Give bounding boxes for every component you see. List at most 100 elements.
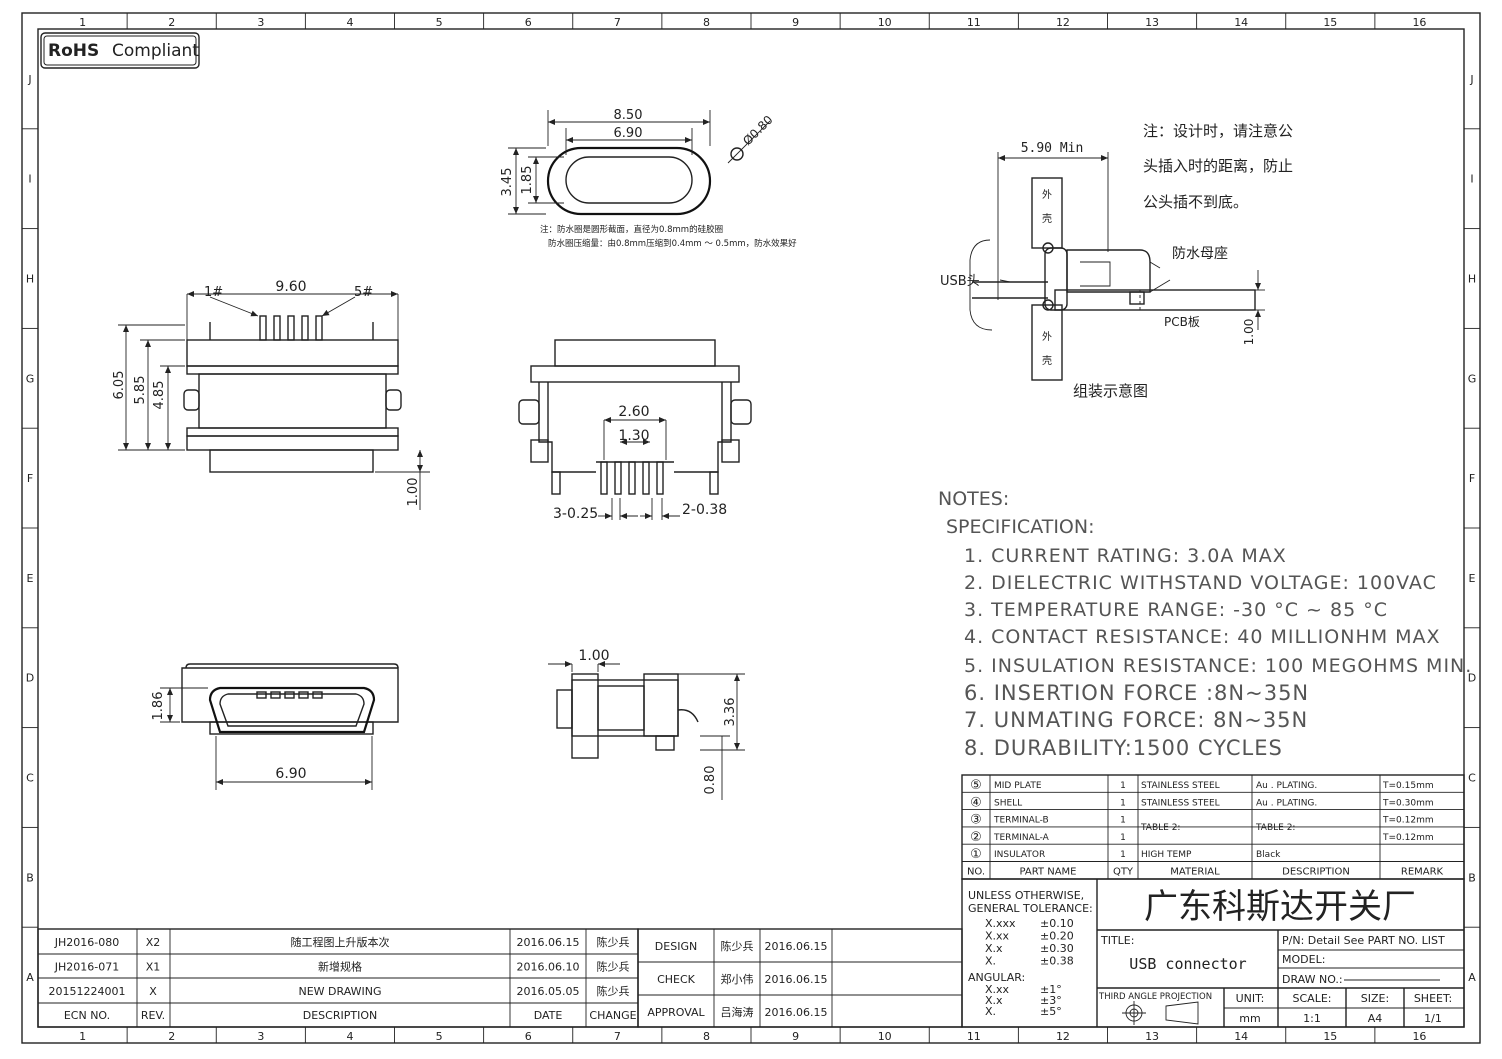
bom-remark: T=0.15mm (1382, 781, 1434, 791)
scale-label: SCALE: (1293, 992, 1332, 1005)
approval-name: 陈少兵 (721, 939, 754, 953)
angular-value: ±3° (1040, 994, 1062, 1007)
tolerance-line-1: UNLESS OTHERWISE, (968, 889, 1084, 902)
grid-col-label-bottom: 7 (614, 1030, 621, 1043)
rev-desc: 随工程图上升版本次 (291, 935, 390, 949)
grid-row-label-right: E (1469, 572, 1476, 585)
rev-id: X (149, 985, 157, 998)
approval-date: 2016.06.15 (765, 973, 828, 986)
grid-col-label-top: 13 (1145, 16, 1159, 29)
rev-id: X2 (146, 936, 161, 949)
rev-change: 陈少兵 (597, 935, 630, 949)
notes-block: NOTES: SPECIFICATION: 1. CURRENT RATING:… (938, 488, 1471, 760)
rev-date: 2016.06.10 (517, 961, 580, 974)
grid-col-label-bottom: 9 (792, 1030, 799, 1043)
bom-desc: Black (1256, 850, 1281, 860)
grid-col-label-bottom: 13 (1145, 1030, 1159, 1043)
grid-row-label-left: B (26, 871, 34, 884)
spec-title: SPECIFICATION: (946, 516, 1095, 538)
spec-item: 2. DIELECTRIC WITHSTAND VOLTAGE: 100VAC (964, 572, 1437, 594)
company-name: 广东科斯达开关厂 (1144, 887, 1416, 927)
grid-column-labels: 1122334455667788991010111112121313141415… (79, 13, 1426, 1043)
bom-table2-desc: TABLE 2: (1255, 823, 1295, 833)
rohs-label: RoHS (48, 41, 99, 61)
shell-label-top-2: 壳 (1042, 212, 1052, 225)
bom-qty: 1 (1120, 816, 1126, 826)
bom-part: TERMINAL-A (993, 833, 1050, 843)
grid-row-label-left: J (27, 73, 31, 86)
grid-col-label-top: 8 (703, 16, 710, 29)
terminal-pin (301, 315, 309, 341)
grid-row-label-right: C (1468, 772, 1476, 785)
angular-value: ±1° (1040, 983, 1062, 996)
angular-key: X.xx (985, 983, 1010, 996)
compliant-label: Compliant (112, 41, 199, 61)
terminal-pin (600, 461, 608, 495)
rev-header: DATE (534, 1009, 563, 1022)
bom-material: HIGH TEMP (1141, 850, 1192, 860)
rev-header: ECN NO. (64, 1009, 110, 1022)
sheet-label: SHEET: (1414, 992, 1452, 1005)
dim-3-45: 3.45 (500, 168, 515, 197)
terminal-pin (614, 461, 622, 495)
bom-header: DESCRIPTION (1282, 867, 1350, 878)
bom-qty: 1 (1120, 833, 1126, 843)
assembly-caption: 组装示意图 (1073, 382, 1148, 400)
grid-row-label-left: D (26, 672, 34, 685)
spec-item: 8. DURABILITY:1500 CYCLES (964, 736, 1283, 760)
contact-pin (312, 691, 323, 699)
bom-header: PART NAME (1019, 867, 1076, 878)
bom-no: ④ (970, 795, 982, 810)
dim-2-0-38: 2-0.38 (682, 502, 727, 518)
dim-3-0-25: 3-0.25 (553, 506, 598, 522)
grid-row-label-left: A (26, 971, 34, 984)
bom-part: SHELL (994, 798, 1022, 808)
rev-desc: 新增规格 (318, 960, 362, 974)
model-label: MODEL: (1282, 953, 1325, 966)
rev-header: DESCRIPTION (303, 1009, 377, 1022)
angular-value: ±5° (1040, 1005, 1062, 1018)
size-label: SIZE: (1361, 992, 1389, 1005)
bom-qty: 1 (1120, 781, 1126, 791)
terminal-pin (259, 315, 267, 341)
shell-label-bottom-2: 壳 (1042, 354, 1052, 367)
front-view: 1.86 6.90 (151, 663, 399, 790)
top-view-left: 9.60 1# 5# 6.05 5.85 4.85 1.00 (112, 279, 430, 510)
seal-ring-view: 8.50 6.90 3.45 1.85 Ø0.80 注：防水圈是圆形截面，直径为… (500, 108, 797, 249)
grid-row-label-left: F (27, 472, 33, 485)
rev-change: 陈少兵 (597, 984, 630, 998)
notes-title: NOTES: (938, 488, 1009, 510)
grid-col-label-top: 10 (878, 16, 892, 29)
bom-qty: 1 (1120, 850, 1126, 860)
seal-note-1: 注：防水圈是圆形截面，直径为0.8mm的硅胶圈 (540, 224, 723, 235)
angular-key: X. (985, 1005, 996, 1018)
terminal-pin (656, 461, 664, 495)
grid-col-label-top: 7 (614, 16, 621, 29)
rohs-badge: RoHS Compliant (40, 32, 200, 69)
tolerance-value: ±0.10 (1040, 917, 1074, 930)
bom-header: MATERIAL (1170, 867, 1220, 878)
bom-desc: Au . PLATING. (1256, 781, 1317, 791)
grid-col-label-bottom: 3 (257, 1030, 264, 1043)
approval-name: 吕海涛 (721, 1005, 754, 1019)
unit-value: mm (1239, 1012, 1260, 1025)
assembly-note-3: 公头插不到底。 (1143, 193, 1248, 211)
grid-col-label-bottom: 1 (79, 1030, 86, 1043)
bom-no: ⑤ (970, 778, 982, 793)
bom-desc: Au . PLATING. (1256, 798, 1317, 808)
grid-col-label-bottom: 6 (525, 1030, 532, 1043)
assembly-note-1: 注：设计时，请注意公 (1143, 122, 1293, 140)
bom-header: REMARK (1401, 867, 1444, 878)
dim-4-85: 4.85 (152, 381, 167, 410)
projection-label: THIRD ANGLE PROJECTION (1098, 992, 1212, 1002)
rev-date: 2016.05.05 (517, 985, 580, 998)
grid-row-label-right: I (1470, 173, 1473, 186)
grid-col-label-top: 3 (257, 16, 264, 29)
bottom-view-center: 2.60 1.30 3-0.25 2-0.38 (518, 339, 752, 522)
approval-date: 2016.06.15 (765, 1006, 828, 1019)
grid-col-label-top: 11 (967, 16, 981, 29)
grid-col-label-bottom: 5 (436, 1030, 443, 1043)
